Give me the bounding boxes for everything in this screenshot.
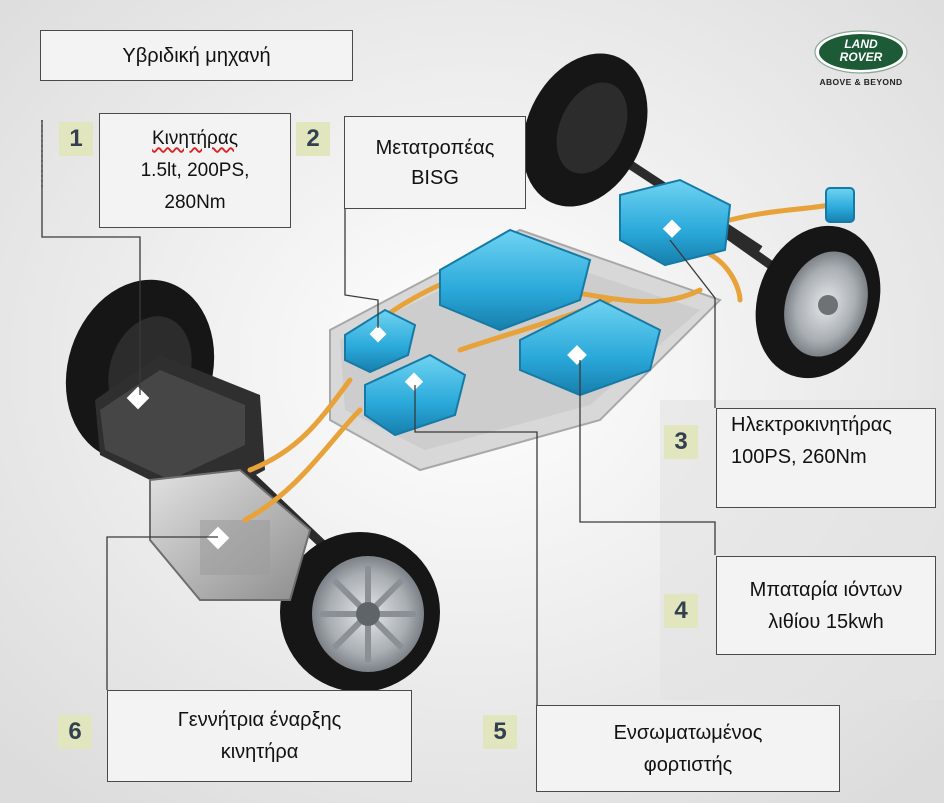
callout-starter-generator-line1: Γεννήτρια έναρξης: [177, 709, 342, 731]
wheel-rear-left: [522, 53, 648, 207]
callout-charger-line1: Ενσωματωμένος: [613, 721, 763, 744]
battery-pack: [439, 228, 662, 397]
callout-number-4: 4: [664, 594, 698, 628]
leader-line-1: [41, 120, 141, 395]
callout-starter-generator: Γεννήτρια έναρξης κινητήρα: [107, 690, 412, 782]
callout-battery: Μπαταρία ιόντων λιθίου 15kwh: [716, 556, 936, 655]
electric-motor: [619, 178, 732, 267]
callout-electric-motor-line1: Ηλεκτροκινητήρας: [731, 414, 892, 436]
callout-engine-line1: Κινητήρας: [152, 127, 238, 149]
logo-line1: LAND: [844, 37, 878, 51]
callout-number-5: 5: [483, 715, 517, 749]
callout-bisg: Μετατροπέας BISG: [344, 116, 526, 209]
callout-charger-line2: φορτιστής: [643, 753, 733, 776]
callout-battery-line2: λιθίου 15kwh: [768, 610, 884, 633]
leader-line-4: [579, 360, 716, 555]
charge-port: [825, 187, 855, 223]
engine-block: [95, 355, 265, 505]
wheel-rear-right: [755, 225, 881, 379]
callout-engine-line2: 1.5lt, 200PS,: [140, 159, 250, 181]
callout-battery-line1: Μπαταρία ιόντων: [749, 578, 903, 601]
callout-starter-generator-line2: κινητήρα: [220, 741, 299, 763]
leader-line-5: [414, 385, 538, 705]
callout-number-3: 3: [664, 425, 698, 459]
callout-number-6: 6: [58, 715, 92, 749]
callout-bisg-line2: BISG: [411, 166, 459, 189]
callout-electric-motor: Ηλεκτροκινητήρας 100PS, 260Nm: [716, 408, 936, 508]
logo-line2: ROVER: [840, 50, 883, 64]
callout-number-2: 2: [296, 122, 330, 156]
callout-number-1: 1: [59, 122, 93, 156]
callout-engine: Κινητήρας 1.5lt, 200PS, 280Nm: [99, 113, 291, 228]
callout-bisg-line1: Μετατροπέας: [375, 136, 495, 159]
leader-line-2: [344, 200, 379, 328]
leader-lines: [41, 120, 716, 705]
logo-tagline: ABOVE & BEYOND: [819, 77, 903, 87]
leader-line-6: [106, 536, 218, 690]
wheel-front-right: [280, 532, 440, 692]
page-title: Υβριδική μηχανή: [40, 30, 353, 81]
callout-engine-line3: 280Nm: [164, 191, 226, 213]
callout-charger: Ενσωματωμένος φορτιστής: [536, 705, 840, 792]
callout-electric-motor-line2: 100PS, 260Nm: [731, 446, 867, 468]
bisg-converter: [344, 308, 417, 374]
land-rover-logo: LAND ROVER: [814, 30, 908, 74]
leader-line-3: [669, 239, 716, 408]
